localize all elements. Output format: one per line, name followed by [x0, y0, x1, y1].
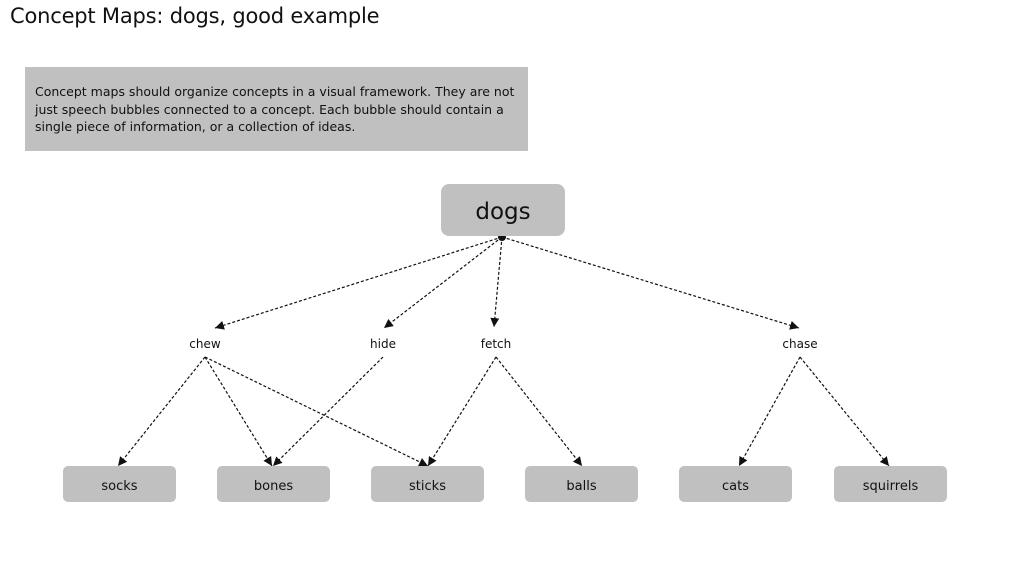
concept-box	[834, 466, 947, 502]
edge-chase-squirrels	[799, 356, 890, 467]
root-concept-dogs: dogs	[441, 184, 565, 236]
concept-box	[679, 466, 792, 502]
link-label-chew: chew	[189, 337, 221, 351]
concept-cats: cats	[679, 466, 792, 502]
concept-squirrels: squirrels	[834, 466, 947, 502]
edge-dogs-chew	[214, 236, 503, 330]
edge-chew-socks	[117, 356, 206, 467]
edges-layer	[117, 236, 890, 467]
concept-label-bones: bones	[254, 479, 293, 494]
concept-box	[525, 466, 638, 502]
root-concept-box	[441, 184, 565, 236]
edge-chew-bones	[204, 356, 273, 467]
concept-label-cats: cats	[722, 479, 749, 494]
concept-label-squirrels: squirrels	[863, 479, 919, 494]
concept-box	[371, 466, 484, 502]
edge-dogs-hide	[383, 236, 503, 329]
concept-label-sticks: sticks	[409, 479, 446, 494]
concept-bones: bones	[217, 466, 330, 502]
edge-hide-bones	[272, 356, 384, 467]
link-label-hide: hide	[370, 337, 396, 351]
root-concept-label: dogs	[475, 199, 530, 225]
concept-box	[63, 466, 176, 502]
concept-label-socks: socks	[101, 479, 137, 494]
edge-fetch-sticks	[427, 356, 497, 467]
link-label-chase: chase	[782, 337, 817, 351]
concept-label-balls: balls	[566, 479, 596, 494]
concept-sticks: sticks	[371, 466, 484, 502]
edge-dogs-fetch	[490, 236, 503, 328]
edge-chew-sticks	[204, 356, 429, 467]
edge-fetch-balls	[495, 356, 583, 467]
concept-box	[217, 466, 330, 502]
edge-chase-cats	[738, 356, 801, 467]
concept-balls: balls	[525, 466, 638, 502]
concept-socks: socks	[63, 466, 176, 502]
link-label-fetch: fetch	[481, 337, 512, 351]
description-box: Concept maps should organize concepts in…	[25, 67, 528, 151]
page-title: Concept Maps: dogs, good example	[10, 4, 380, 28]
edge-dogs-chase	[501, 236, 800, 330]
